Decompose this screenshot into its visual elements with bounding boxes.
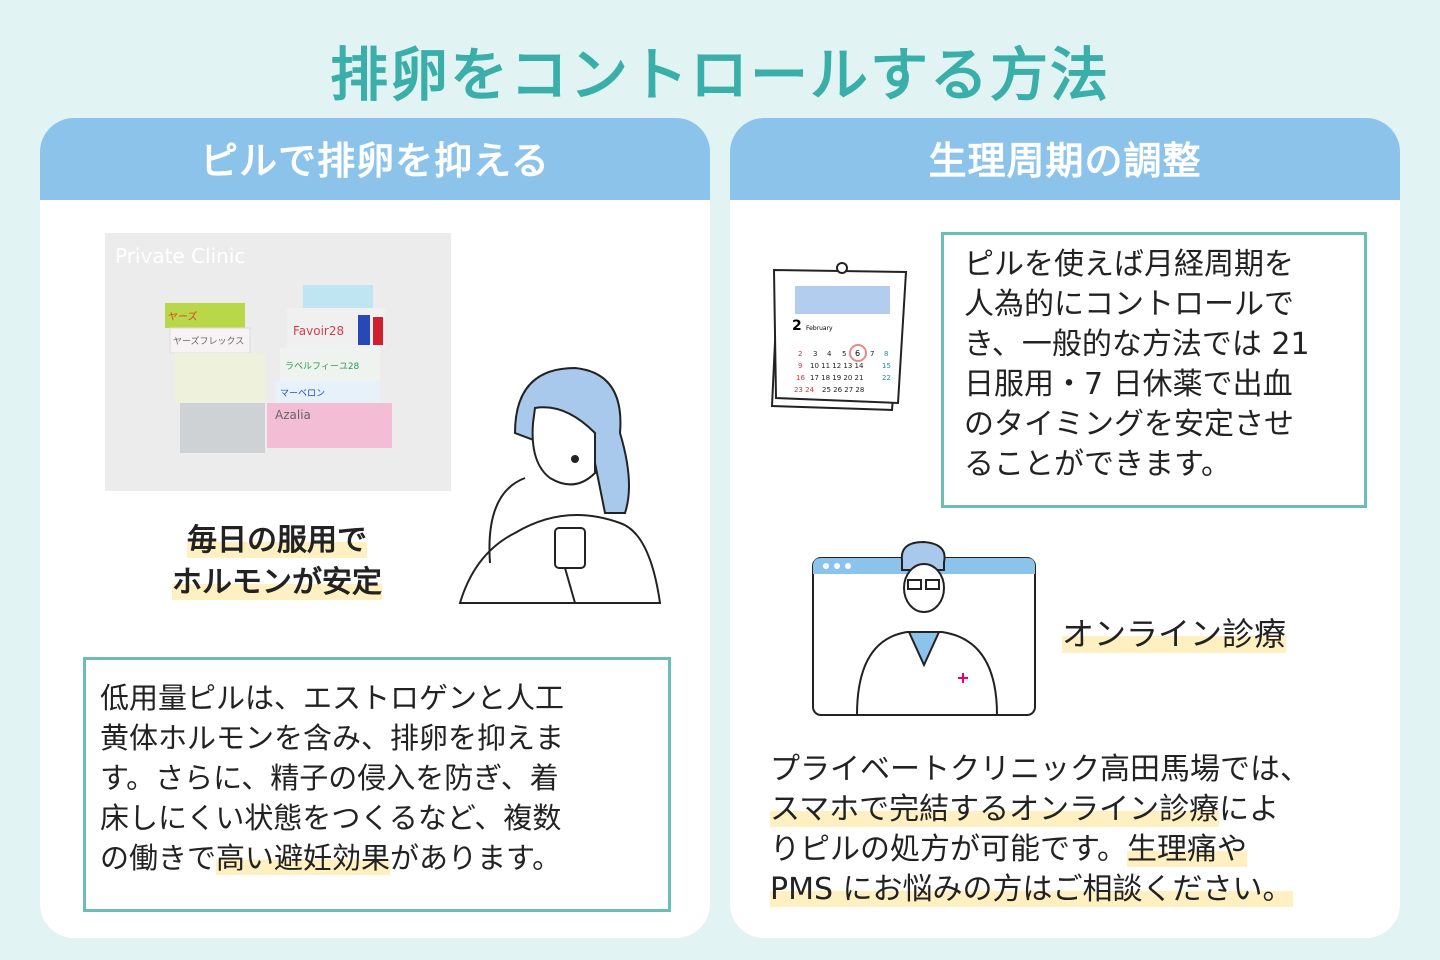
calendar-highlight-day: 6	[855, 349, 860, 358]
cycle-text-line: ることができます。	[964, 447, 1231, 482]
calendar-month-name: February	[806, 325, 833, 332]
svg-text:4: 4	[827, 350, 832, 358]
pill-card: ピルで排卵を抑える Private Clinic ヤーズ ヤーズフレックス Fa…	[40, 118, 710, 938]
pill-text: の働きで	[100, 841, 217, 875]
cycle-text-line: き、一般的な方法では 21	[964, 327, 1310, 362]
cycle-description-box: ピルを使えば月経周期を 人為的にコントロールで き、一般的な方法では 21 日服…	[941, 232, 1367, 508]
pill-text-highlight: 高い避妊効果	[216, 841, 391, 875]
pill-description-box: 低用量ピルは、エストロゲンと人工 黄体ホルモンを含み、排卵を抑えま す。さらに、…	[83, 657, 671, 912]
svg-text:9: 9	[798, 362, 802, 370]
svg-text:2: 2	[798, 350, 802, 358]
brand-yaz-flex: ヤーズフレックス	[173, 335, 244, 347]
cycle-text-line: 人為的にコントロールで	[964, 287, 1294, 322]
pill-text-line: す。さらに、精子の侵入を防ぎ、着	[100, 761, 559, 795]
online-text: によ	[1219, 792, 1280, 827]
online-description: プライベートクリニック高田馬場では、 スマホで完結するオンライン診療によ りピル…	[770, 750, 1310, 910]
pill-text: があります。	[390, 841, 562, 875]
pill-text-line: 床しにくい状態をつくるなど、複数	[100, 801, 562, 835]
svg-text:16: 16	[796, 374, 805, 382]
svg-text:23 24: 23 24	[794, 386, 815, 394]
svg-text:15: 15	[882, 362, 891, 370]
pill-photo: Private Clinic ヤーズ ヤーズフレックス Favoir28 ラベル…	[105, 233, 451, 491]
brand-azalia: Azalia	[275, 408, 311, 422]
caption-line-2: ホルモンが安定	[172, 565, 382, 600]
photo-watermark: Private Clinic	[115, 244, 245, 268]
calendar-icon: 2 February 6 2 3 4 5 7 8 9 10 11 12 13 14 15 16…	[770, 262, 908, 412]
pill-caption: 毎日の服用で ホルモンが安定	[152, 520, 402, 604]
pill-card-header: ピルで排卵を抑える	[40, 118, 710, 200]
brand-labelfille: ラベルフィーユ28	[285, 361, 360, 372]
svg-text:7: 7	[870, 350, 874, 358]
woman-taking-pill-illustration	[458, 366, 662, 604]
svg-text:17 18 19 20 21: 17 18 19 20 21	[810, 374, 863, 382]
online-text: プライベートクリニック高田馬場では、	[770, 752, 1310, 787]
online-text-highlight: スマホで完結するオンライン診療	[770, 792, 1220, 827]
svg-text:10 11 12 13 14: 10 11 12 13 14	[810, 362, 864, 370]
calendar-month: 2	[792, 318, 802, 334]
brand-marvelon: マーベロン	[280, 389, 325, 399]
svg-text:8: 8	[884, 350, 888, 358]
brand-yaz: ヤーズ	[168, 310, 198, 323]
online-text-highlight: PMS にお悩みの方はご相談ください。	[770, 872, 1293, 907]
pill-text-line: 黄体ホルモンを含み、排卵を抑えま	[100, 721, 565, 755]
pill-text-line: 低用量ピルは、エストロゲンと人工	[100, 681, 565, 715]
cycle-card-header: 生理周期の調整	[730, 118, 1400, 200]
svg-text:25 26 27 28: 25 26 27 28	[822, 386, 864, 394]
brand-favoir: Favoir28	[293, 324, 344, 338]
svg-text:3: 3	[813, 350, 817, 358]
online-doctor-illustration	[812, 540, 1036, 716]
cycle-text-line: 日服用・7 日休薬で出血	[964, 367, 1293, 402]
svg-text:22: 22	[882, 374, 891, 382]
cycle-card: 生理周期の調整 2 February 6 2 3 4 5 7 8 9 10 11 12 13…	[730, 118, 1400, 938]
clinic-cross-icon	[958, 673, 968, 683]
caption-line-1: 毎日の服用で	[187, 523, 367, 558]
online-consultation-label: オンライン診療	[1062, 615, 1287, 653]
cycle-text-line: のタイミングを安定させ	[964, 407, 1294, 442]
cycle-text-line: ピルを使えば月経周期を	[964, 247, 1294, 282]
page-title: 排卵をコントロールする方法	[329, 41, 1110, 109]
pill-packages-image: Private Clinic ヤーズ ヤーズフレックス Favoir28 ラベル…	[115, 244, 392, 453]
online-text: りピルの処方が可能です。	[770, 832, 1127, 867]
svg-text:5: 5	[842, 350, 846, 358]
online-text-highlight: 生理痛や	[1127, 832, 1247, 867]
